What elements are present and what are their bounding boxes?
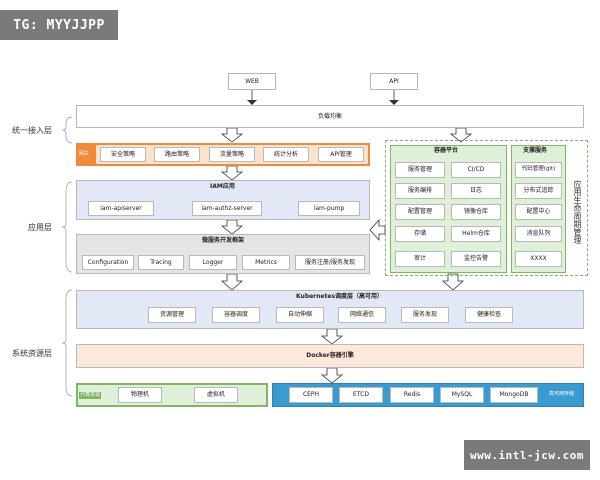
storage-item-etcd: ETCD [339, 387, 383, 403]
gateway-item-api-mgmt: API管理 [318, 147, 364, 162]
iam-app-title: IAM应用 [210, 183, 235, 190]
lifecycle-label: 应用生命周期管理 [573, 180, 582, 244]
micro-item-metrics: Metrics [242, 255, 290, 270]
kubernetes-title: Kubernetes调度层（高可用） [296, 293, 383, 300]
support-services-title: 支撑服务 [523, 147, 548, 154]
cp-item-image-registry: 镜像仓库 [451, 204, 501, 220]
support-item-xxxx: XXXX [515, 251, 562, 267]
support-item-git: 代码管理(git) [515, 162, 562, 178]
iam-apiserver-box: iam-apiserver [88, 201, 154, 216]
cp-item-service-mgmt: 服务管理 [395, 162, 445, 178]
storage-item-mysql: MySQL [440, 387, 484, 403]
k8s-item-scheduling: 容器调度 [212, 307, 260, 323]
k8s-item-service-discovery: 服务发现 [401, 307, 449, 323]
micro-item-logger: Logger [189, 255, 237, 270]
support-item-config-center: 配置中心 [515, 204, 562, 220]
compute-item-physical: 物理机 [118, 387, 162, 403]
storage-label: 高可用存储 [549, 391, 575, 397]
storage-item-ceph: CEPH [289, 387, 333, 403]
layer-label-system: 系统资源层 [12, 349, 52, 358]
layer-label-access: 统一接入层 [12, 126, 52, 135]
k8s-item-resource-mgmt: 资源管理 [148, 307, 196, 323]
layer-label-app: 应用层 [28, 223, 52, 232]
microservice-framework-title: 微服务开发框架 [202, 237, 245, 244]
micro-item-service-discovery: 服务注册/服务发现 [295, 255, 365, 270]
gateway-tag-label: 网关 [79, 151, 90, 157]
gateway-item-security: 安全策略 [100, 147, 146, 162]
iam-authz-server-box: iam-authz-server [192, 201, 262, 216]
k8s-item-networking: 网络通信 [338, 307, 386, 323]
load-balance-bar: 负载均衡 [76, 105, 584, 128]
compute-resources-panel [76, 383, 268, 407]
container-platform-title: 容器平台 [434, 147, 459, 154]
gateway-tag [78, 145, 96, 164]
cp-item-logs: 日志 [451, 183, 501, 199]
compute-resources-label: 计算资源 [79, 392, 102, 399]
watermark-bottom: www.intl-jcw.com [464, 440, 590, 470]
cp-item-orchestration: 服务编排 [395, 183, 445, 199]
gateway-item-stats: 统计分析 [263, 147, 309, 162]
lifecycle-region [385, 140, 588, 276]
k8s-item-autoscaling: 自动伸缩 [276, 307, 324, 323]
cp-item-audit: 审计 [395, 251, 445, 267]
api-input-box: API [370, 73, 418, 90]
k8s-item-health-check: 健康检查 [465, 307, 513, 323]
cp-item-config-mgmt: 配置管理 [395, 204, 445, 220]
cp-item-storage: 存储 [395, 226, 445, 242]
support-item-tracing: 分布式追踪 [515, 183, 562, 199]
cp-item-helm: Helm仓库 [451, 226, 501, 242]
gateway-item-traffic: 流量策略 [209, 147, 255, 162]
web-input-box: WEB [228, 73, 276, 90]
micro-item-tracing: Tracing [138, 255, 184, 270]
cp-item-monitoring: 监控告警 [451, 251, 501, 267]
iam-pump-box: iam-pump [298, 201, 360, 216]
micro-item-configuration: Configuration [82, 255, 134, 270]
compute-item-virtual: 虚拟机 [194, 387, 238, 403]
watermark-top: TG: MYYJJPP [0, 10, 118, 40]
storage-item-mongodb: MongoDB [490, 387, 538, 403]
docker-engine-bar: Docker容器引擎 [76, 344, 584, 368]
support-item-message-queue: 消息队列 [515, 226, 562, 242]
gateway-item-routing: 路由策略 [154, 147, 200, 162]
cp-item-cicd: CI/CD [451, 162, 501, 178]
storage-item-redis: Redis [390, 387, 434, 403]
